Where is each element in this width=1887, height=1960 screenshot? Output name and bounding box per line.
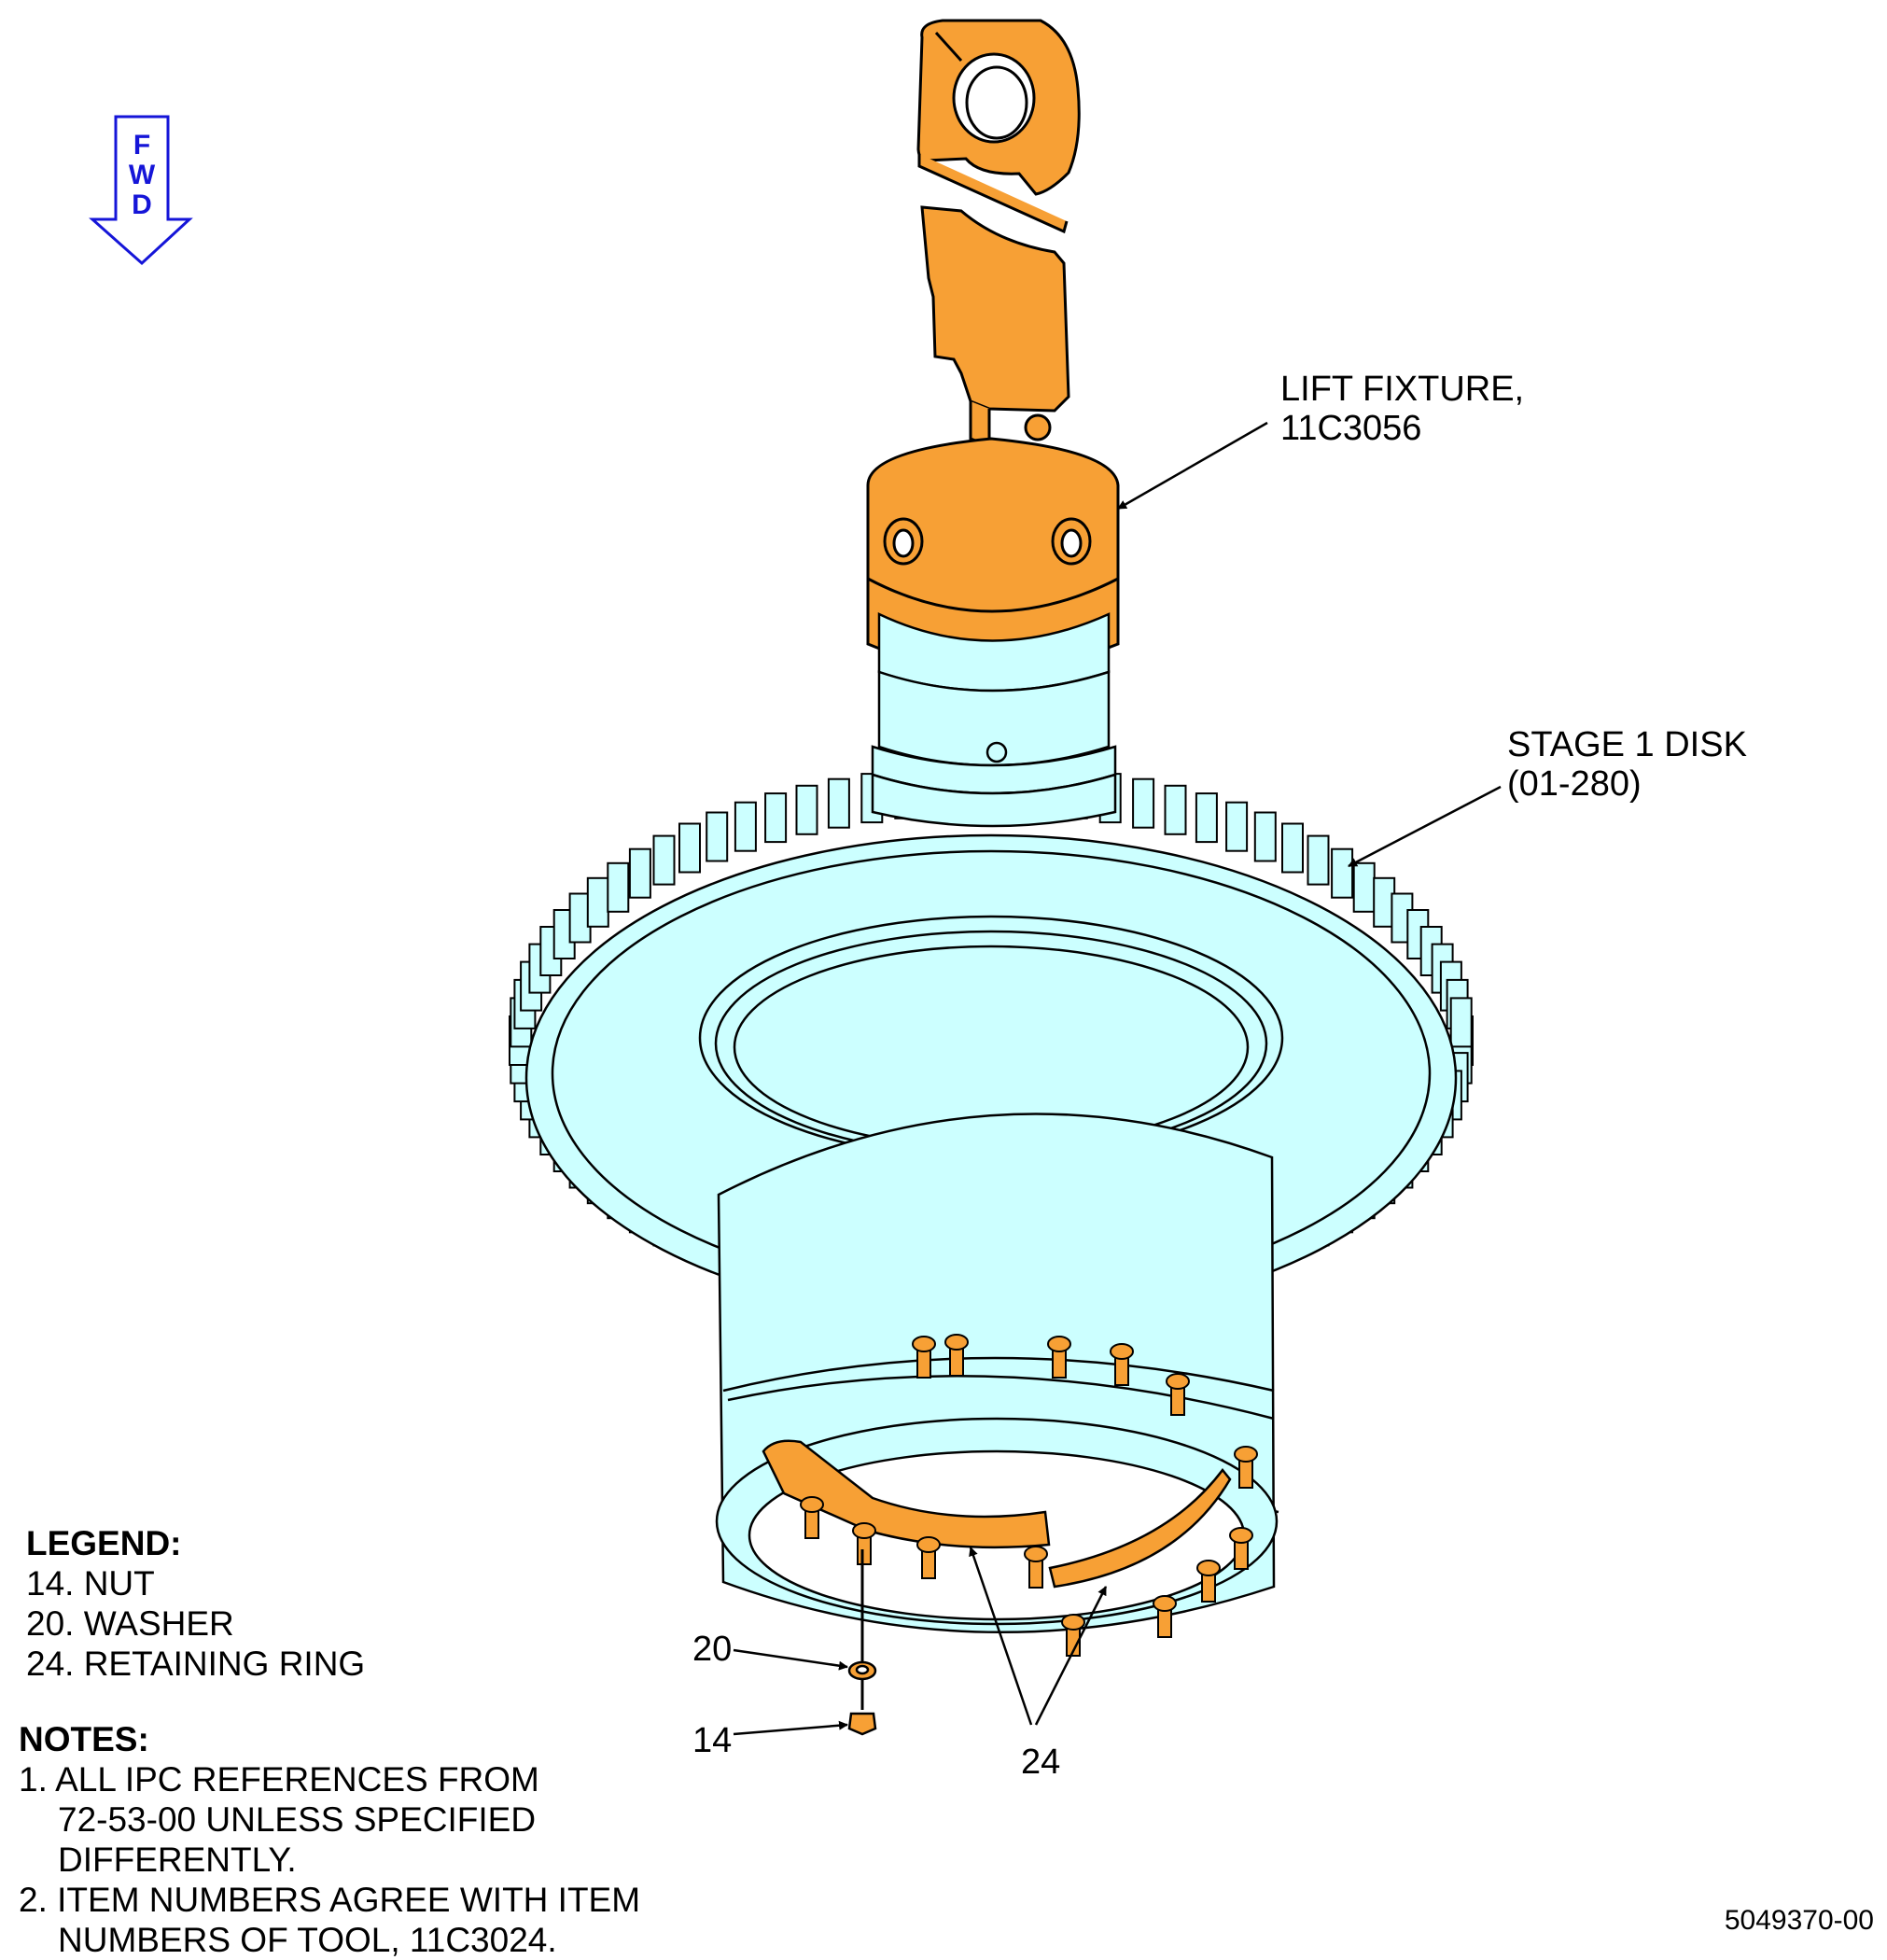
bolt <box>1047 1336 1071 1379</box>
bolt <box>944 1334 969 1377</box>
note-1-line: 1. ALL IPC REFERENCES FROM <box>19 1760 539 1799</box>
leader-lines <box>733 421 1502 1736</box>
disk-slot <box>1352 861 1376 913</box>
disk-slot <box>628 847 651 899</box>
disk-slot <box>652 834 676 886</box>
bolt <box>1234 1446 1258 1489</box>
bolt <box>916 1536 941 1579</box>
item-14-callout: 14 <box>692 1721 733 1760</box>
disk-slot <box>764 792 788 844</box>
disk-slot <box>827 777 850 829</box>
fwd-letter-d: D <box>132 189 152 220</box>
fwd-letter-w: W <box>128 160 156 190</box>
legend-item: 20. WASHER <box>26 1604 234 1643</box>
bolt <box>912 1336 936 1379</box>
disk-slot <box>1449 997 1473 1048</box>
note-1-line: 72-53-00 UNLESS SPECIFIED <box>58 1800 537 1839</box>
bolt <box>1196 1560 1221 1603</box>
legend-title: LEGEND: <box>26 1524 182 1562</box>
disk-slot <box>1132 777 1155 829</box>
disk-slot <box>1281 822 1304 874</box>
disk-slot <box>586 876 609 928</box>
bolt <box>1166 1373 1190 1416</box>
disk-slot <box>607 861 630 913</box>
disk-slot <box>1307 834 1330 886</box>
stage1-disk <box>509 764 1474 1323</box>
upper-shaft <box>871 612 1117 828</box>
notes-title: NOTES: <box>19 1720 149 1758</box>
disk-slot <box>1195 792 1218 844</box>
disk-slot <box>734 801 757 852</box>
stage1-disk-label-line1: STAGE 1 DISK <box>1507 725 1747 764</box>
bolt <box>1153 1595 1177 1638</box>
bolt <box>1110 1343 1134 1386</box>
item-24-callout: 24 <box>1021 1743 1061 1782</box>
disk-slot <box>1225 801 1249 852</box>
item-20-callout: 20 <box>692 1630 733 1669</box>
bolt <box>800 1496 824 1539</box>
disk-slot <box>1164 784 1187 835</box>
legend-item: 24. RETAINING RING <box>26 1645 366 1683</box>
lift-fixture-label-line2: 11C3056 <box>1280 409 1422 448</box>
disk-slot <box>795 784 818 835</box>
legend-item: 14. NUT <box>26 1564 155 1603</box>
note-2-line: 2. ITEM NUMBERS AGREE WITH ITEM <box>19 1881 641 1919</box>
disk-slot <box>1331 847 1354 899</box>
fwd-letter-f: F <box>133 130 151 161</box>
bolt <box>1229 1527 1253 1570</box>
note-2-line: NUMBERS OF TOOL, 11C3024. <box>58 1921 557 1959</box>
drawing-number: 5049370-00 <box>1724 1905 1874 1936</box>
bolt <box>852 1522 876 1565</box>
note-1-line: DIFFERENTLY. <box>58 1841 297 1879</box>
notes: NOTES: 1. ALL IPC REFERENCES FROM 72-53-… <box>19 1719 640 1960</box>
disk-slot <box>1253 811 1277 862</box>
disk-slot <box>706 811 729 862</box>
lower-shaft <box>715 1113 1279 1634</box>
fwd-arrow-icon <box>89 115 193 266</box>
lift-fixture-label-line1: LIFT FIXTURE, <box>1280 370 1525 409</box>
stage1-disk-label-line2: (01-280) <box>1507 764 1642 804</box>
disk-slot <box>678 822 701 874</box>
legend: LEGEND: 14. NUT 20. WASHER 24. RETAINING… <box>26 1523 365 1684</box>
bolt <box>1024 1546 1048 1589</box>
lift-fixture <box>866 19 1120 671</box>
flange-bolts <box>800 1334 1258 1657</box>
nut-14 <box>847 1678 877 1736</box>
